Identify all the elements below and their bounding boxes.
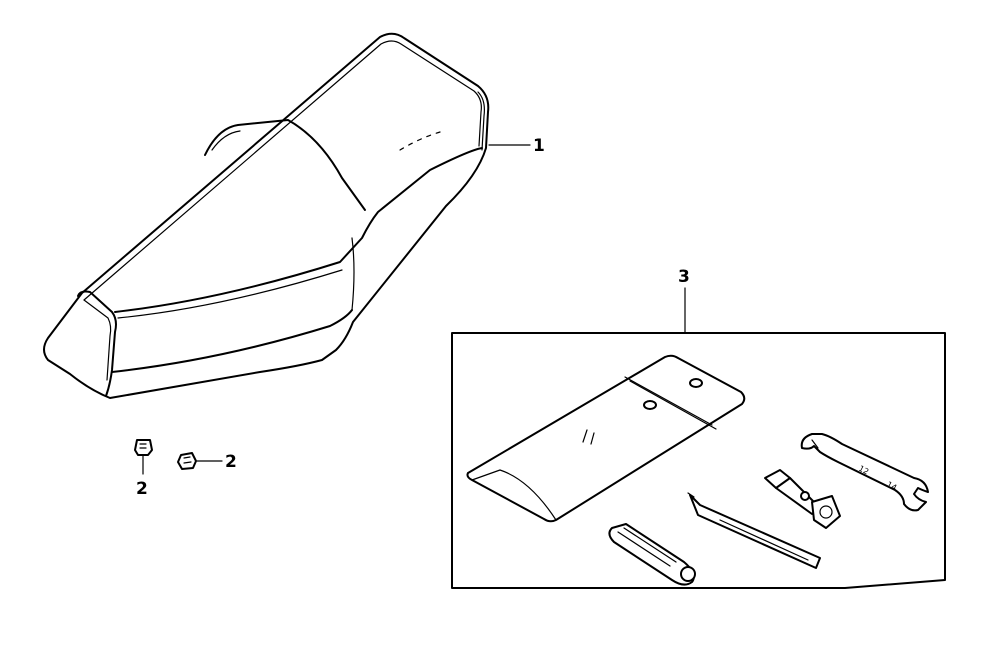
open-end-wrench[interactable]: 12 14 bbox=[800, 433, 929, 512]
callout-2a-label: 2 bbox=[136, 479, 148, 499]
callout-2b-label: 2 bbox=[225, 452, 237, 472]
callout-2b: 2 bbox=[196, 452, 237, 472]
screwdriver-handle[interactable] bbox=[608, 523, 696, 586]
tool-bag[interactable] bbox=[466, 354, 746, 523]
callout-3-label: 3 bbox=[678, 267, 690, 287]
callout-1: 1 bbox=[488, 136, 545, 156]
wrench-size-right: 14 bbox=[885, 480, 898, 493]
spark-plug-socket[interactable] bbox=[764, 469, 841, 529]
callout-2a: 2 bbox=[136, 455, 148, 499]
wrench-size-left: 12 bbox=[857, 464, 870, 477]
tool-kit-frame bbox=[451, 332, 946, 589]
callout-3: 3 bbox=[678, 267, 690, 334]
screwdriver-shaft[interactable] bbox=[687, 492, 821, 569]
nut-b[interactable] bbox=[177, 452, 197, 470]
nut-a[interactable] bbox=[134, 439, 153, 456]
seat-part[interactable] bbox=[43, 32, 490, 399]
snap-icon bbox=[689, 378, 703, 388]
snap-icon bbox=[643, 400, 657, 410]
callout-1-label: 1 bbox=[533, 136, 545, 156]
